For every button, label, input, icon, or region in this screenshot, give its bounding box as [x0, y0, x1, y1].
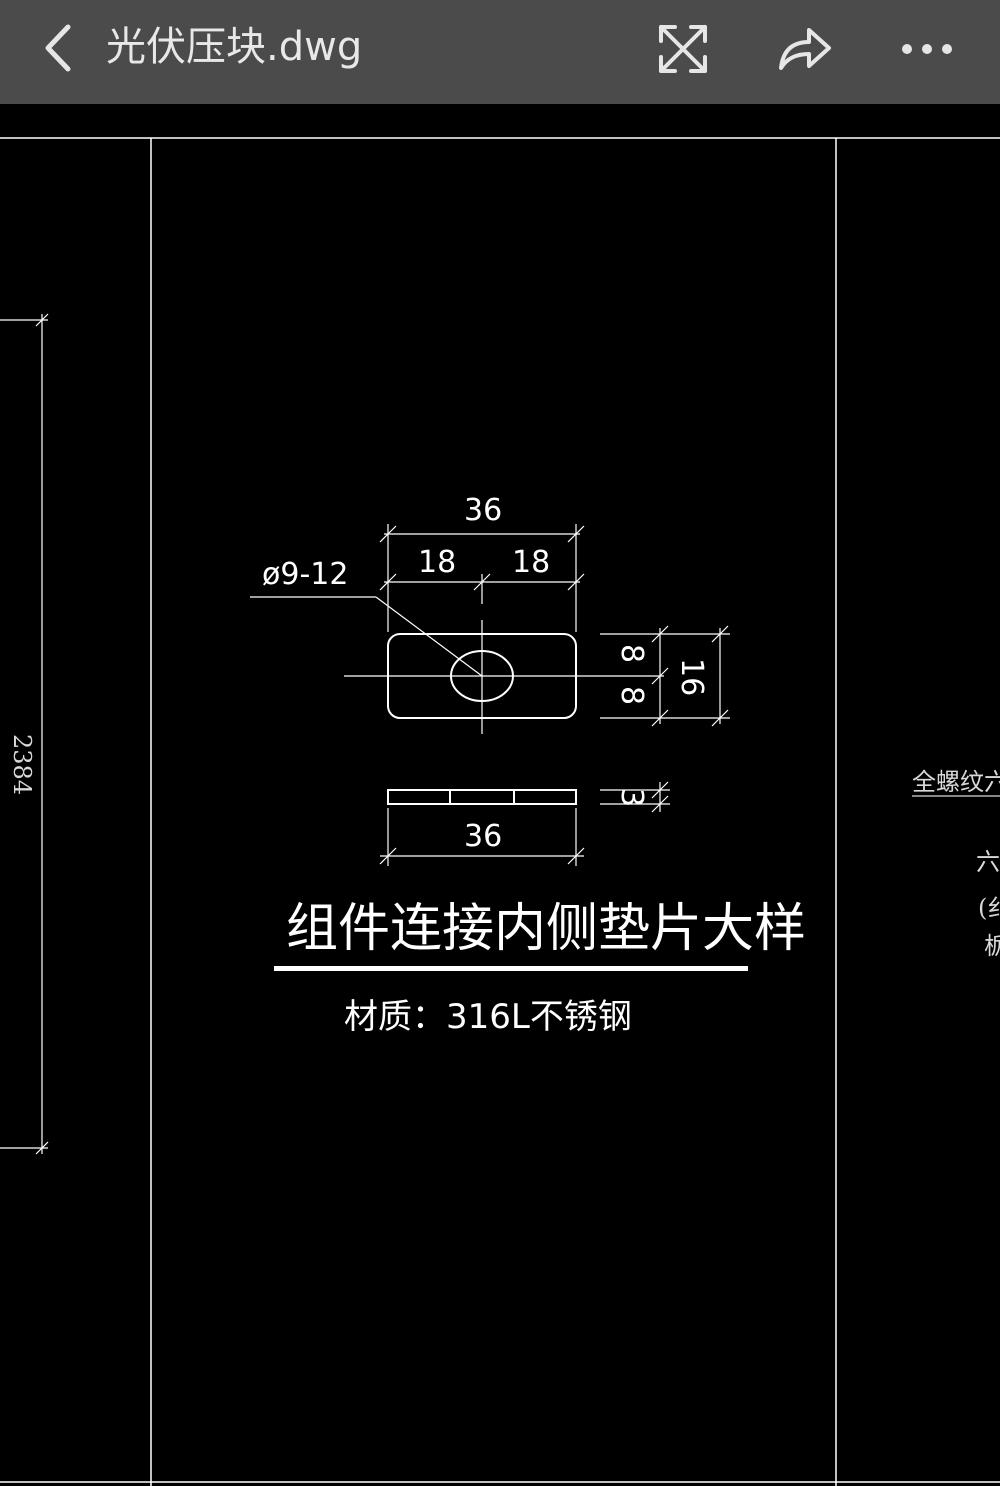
more-horizontal-icon — [902, 44, 952, 54]
dim-overall-height: 16 — [674, 658, 709, 696]
bottom-dimension-lines — [379, 808, 585, 866]
hole-leader — [250, 596, 483, 677]
hole-dimension: ø9-12 — [262, 557, 348, 592]
material-note: 材质：316L不锈钢 — [344, 997, 632, 1037]
dim-half-right: 18 — [512, 545, 550, 580]
drawing-title: 组件连接内侧垫片大样 — [286, 899, 806, 959]
washer-side-view — [387, 789, 577, 805]
more-button[interactable] — [892, 14, 962, 84]
expand-icon — [659, 25, 707, 73]
file-title: 光伏压块.dwg — [106, 24, 363, 70]
cad-drawing: 2384 ø9-12 36 18 — [0, 137, 1000, 1486]
right-note-2: 六 — [976, 848, 1000, 876]
share-button[interactable] — [770, 14, 840, 84]
dim-half-height-bottom: 8 — [614, 686, 649, 705]
thickness-dimension-lines — [600, 781, 670, 813]
right-dimension-lines — [600, 625, 730, 727]
center-lines — [344, 620, 664, 734]
fullscreen-button[interactable] — [648, 14, 718, 84]
right-note-4: 栃 — [984, 932, 1000, 960]
right-note-3: (纟 — [978, 894, 1000, 922]
dim-overall-width-bottom: 36 — [464, 819, 502, 854]
dim-half-left: 18 — [418, 545, 456, 580]
share-arrow-icon — [779, 28, 831, 70]
back-button[interactable] — [28, 18, 88, 78]
left-dimension-value: 2384 — [8, 734, 36, 795]
dim-half-height-top: 8 — [614, 644, 649, 663]
left-dimension — [0, 313, 49, 1155]
top-dimension-lines — [379, 524, 585, 632]
top-toolbar: 光伏压块.dwg — [0, 0, 1000, 104]
chevron-left-icon — [45, 24, 71, 72]
title-underline — [274, 966, 748, 971]
frame-lines — [0, 137, 1000, 1486]
dim-overall-width-top: 36 — [464, 493, 502, 528]
dim-thickness: 3 — [614, 788, 649, 807]
cad-drawing-canvas[interactable]: 2384 ø9-12 36 18 — [0, 104, 1000, 1486]
right-note-1: 全螺纹六 — [912, 768, 1000, 796]
